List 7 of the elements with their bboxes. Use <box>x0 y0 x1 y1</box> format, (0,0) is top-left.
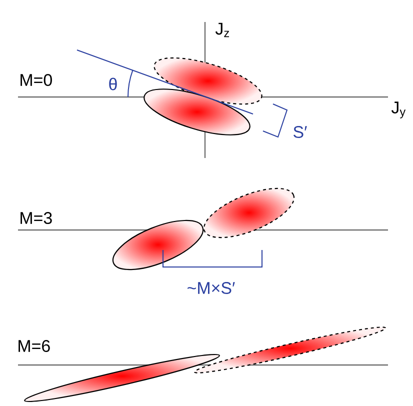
axis-label: J$_{y}$ <box>391 102 406 118</box>
axis-label: J$_{z}$ <box>215 22 229 38</box>
dimension-label: ~M×S′ <box>188 282 235 294</box>
panel-label: M=0 <box>20 74 52 86</box>
dimension-label: S′ <box>294 126 307 138</box>
angle-label: θ <box>109 78 117 90</box>
panel-label: M=3 <box>20 212 52 224</box>
